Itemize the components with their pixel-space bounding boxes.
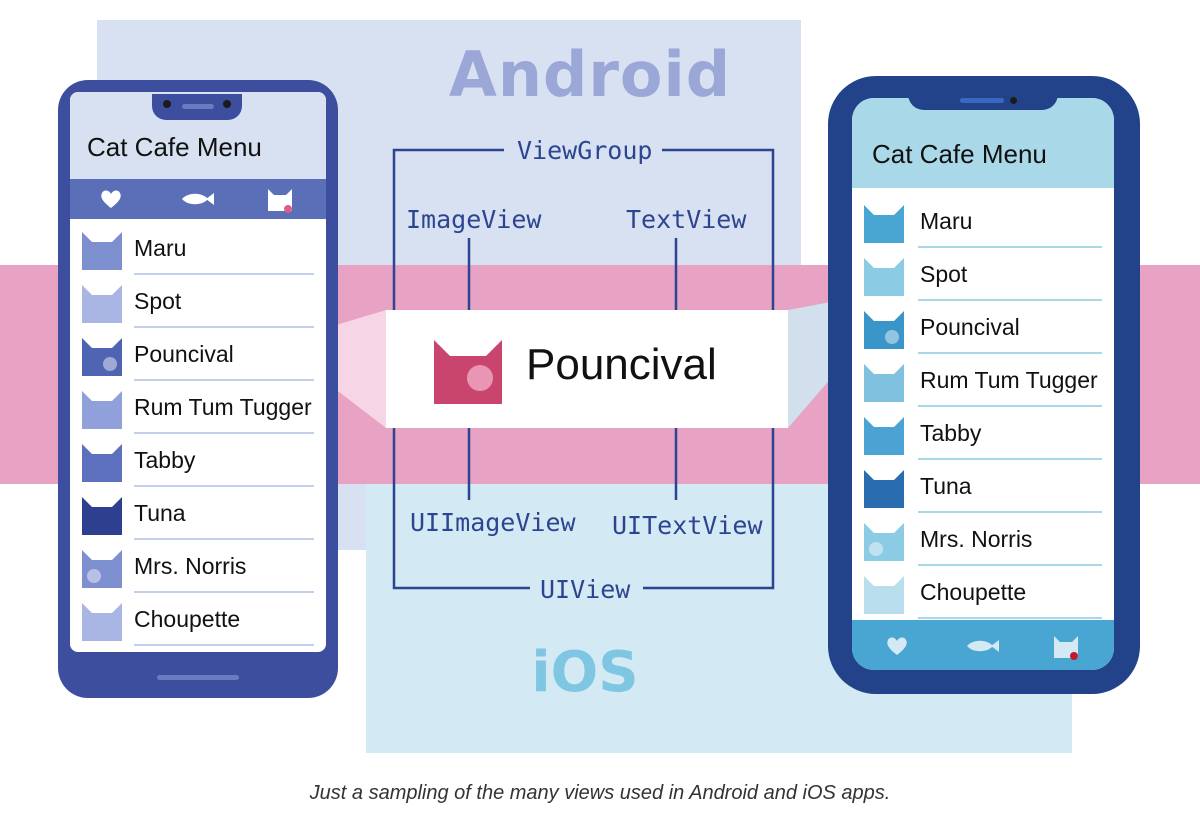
android-app-bar: Cat Cafe Menu xyxy=(70,92,326,179)
list-item-label: Tabby xyxy=(134,447,196,473)
android-camera xyxy=(163,100,171,108)
cat-head-icon xyxy=(864,311,904,349)
list-item[interactable]: Tabby xyxy=(852,407,1114,460)
list-item[interactable]: Choupette xyxy=(852,566,1114,619)
callout-label: Pouncival xyxy=(526,340,717,389)
list-item-label: Spot xyxy=(920,261,968,287)
viewgroup-label: ViewGroup xyxy=(507,136,663,165)
list-item-label: Tuna xyxy=(134,500,186,526)
row-divider xyxy=(918,511,1102,513)
android-app-title: Cat Cafe Menu xyxy=(87,132,262,162)
android-speaker xyxy=(182,104,214,109)
uiimageview-label: UIImageView xyxy=(410,508,576,537)
list-item-label: Spot xyxy=(134,288,182,314)
list-item[interactable]: Spot xyxy=(70,275,326,328)
list-item-label: Tuna xyxy=(920,473,972,499)
row-divider xyxy=(918,617,1102,619)
cat-head-icon xyxy=(82,232,122,270)
cat-head-icon xyxy=(864,258,904,296)
row-divider xyxy=(134,485,314,487)
list-item[interactable]: Spot xyxy=(852,248,1114,301)
cat-head-icon xyxy=(82,550,122,588)
cat-head-icon xyxy=(82,391,122,429)
ios-notch xyxy=(908,80,1058,110)
cat-head-icon xyxy=(864,205,904,243)
cat-head-icon xyxy=(82,285,122,323)
cat-head-icon xyxy=(864,364,904,402)
heart-icon[interactable] xyxy=(100,189,122,209)
ios-camera xyxy=(1010,97,1017,104)
cat-head-icon xyxy=(864,523,904,561)
row-divider xyxy=(918,299,1102,301)
list-item-label: Maru xyxy=(920,208,973,234)
list-item[interactable]: Tuna xyxy=(70,487,326,540)
row-divider xyxy=(918,458,1102,460)
ios-nav-bar: Cat Cafe Menu xyxy=(852,98,1114,188)
list-item[interactable]: Mrs. Norris xyxy=(70,540,326,593)
cat-head-icon xyxy=(82,444,122,482)
list-item[interactable]: Rum Tum Tugger xyxy=(852,354,1114,407)
ios-title: iOS xyxy=(531,640,639,705)
uitextview-label: UITextView xyxy=(612,511,763,540)
list-item[interactable]: Choupette xyxy=(70,593,326,646)
row-divider xyxy=(918,352,1102,354)
list-item-label: Mrs. Norris xyxy=(920,526,1033,552)
list-item[interactable]: Maru xyxy=(70,222,326,275)
list-item-label: Pouncival xyxy=(920,314,1020,340)
imageview-label: ImageView xyxy=(406,205,542,234)
uiview-label: UIView xyxy=(530,575,641,604)
list-item-label: Choupette xyxy=(920,579,1027,605)
cat-head-icon xyxy=(864,576,904,614)
list-item-label: Rum Tum Tugger xyxy=(920,367,1098,393)
list-item[interactable]: Tuna xyxy=(852,460,1114,513)
row-divider xyxy=(134,379,314,381)
android-tab-bar xyxy=(70,179,326,219)
cat-head-icon[interactable] xyxy=(266,185,294,213)
ios-tab-bar xyxy=(852,620,1114,670)
row-divider xyxy=(134,432,314,434)
android-sensor xyxy=(223,100,231,108)
cat-head-icon xyxy=(434,340,502,404)
list-item-label: Maru xyxy=(134,235,187,261)
list-item-label: Rum Tum Tugger xyxy=(134,394,312,420)
list-item[interactable]: Mrs. Norris xyxy=(852,513,1114,566)
list-item[interactable]: Pouncival xyxy=(70,328,326,381)
textview-label: TextView xyxy=(626,205,747,234)
row-divider xyxy=(918,564,1102,566)
list-item[interactable]: Pouncival xyxy=(852,301,1114,354)
fish-icon[interactable] xyxy=(180,191,214,207)
row-divider xyxy=(134,538,314,540)
fish-icon[interactable] xyxy=(965,638,999,654)
cat-head-icon xyxy=(82,338,122,376)
ios-app-title: Cat Cafe Menu xyxy=(872,139,1047,169)
ios-speaker xyxy=(960,98,1004,103)
row-divider xyxy=(134,326,314,328)
list-item[interactable]: Rum Tum Tugger xyxy=(70,381,326,434)
heart-icon[interactable] xyxy=(886,636,908,656)
row-divider xyxy=(918,246,1102,248)
row-divider xyxy=(134,591,314,593)
list-item[interactable]: Tabby xyxy=(70,434,326,487)
row-divider xyxy=(134,644,314,646)
cat-head-icon xyxy=(864,470,904,508)
figure-caption: Just a sampling of the many views used i… xyxy=(309,782,891,804)
android-title: Android xyxy=(448,38,732,111)
cat-head-icon xyxy=(82,497,122,535)
cat-head-icon xyxy=(82,603,122,641)
android-home-bar xyxy=(157,675,239,680)
list-item[interactable]: Maru xyxy=(852,195,1114,248)
list-item-label: Tabby xyxy=(920,420,982,446)
list-item-label: Mrs. Norris xyxy=(134,553,247,579)
cat-head-icon[interactable] xyxy=(1052,632,1080,660)
pouncival-callout: Pouncival xyxy=(386,310,788,428)
list-item-label: Choupette xyxy=(134,606,241,632)
cat-head-icon xyxy=(864,417,904,455)
list-item-label: Pouncival xyxy=(134,341,234,367)
row-divider xyxy=(918,405,1102,407)
row-divider xyxy=(134,273,314,275)
